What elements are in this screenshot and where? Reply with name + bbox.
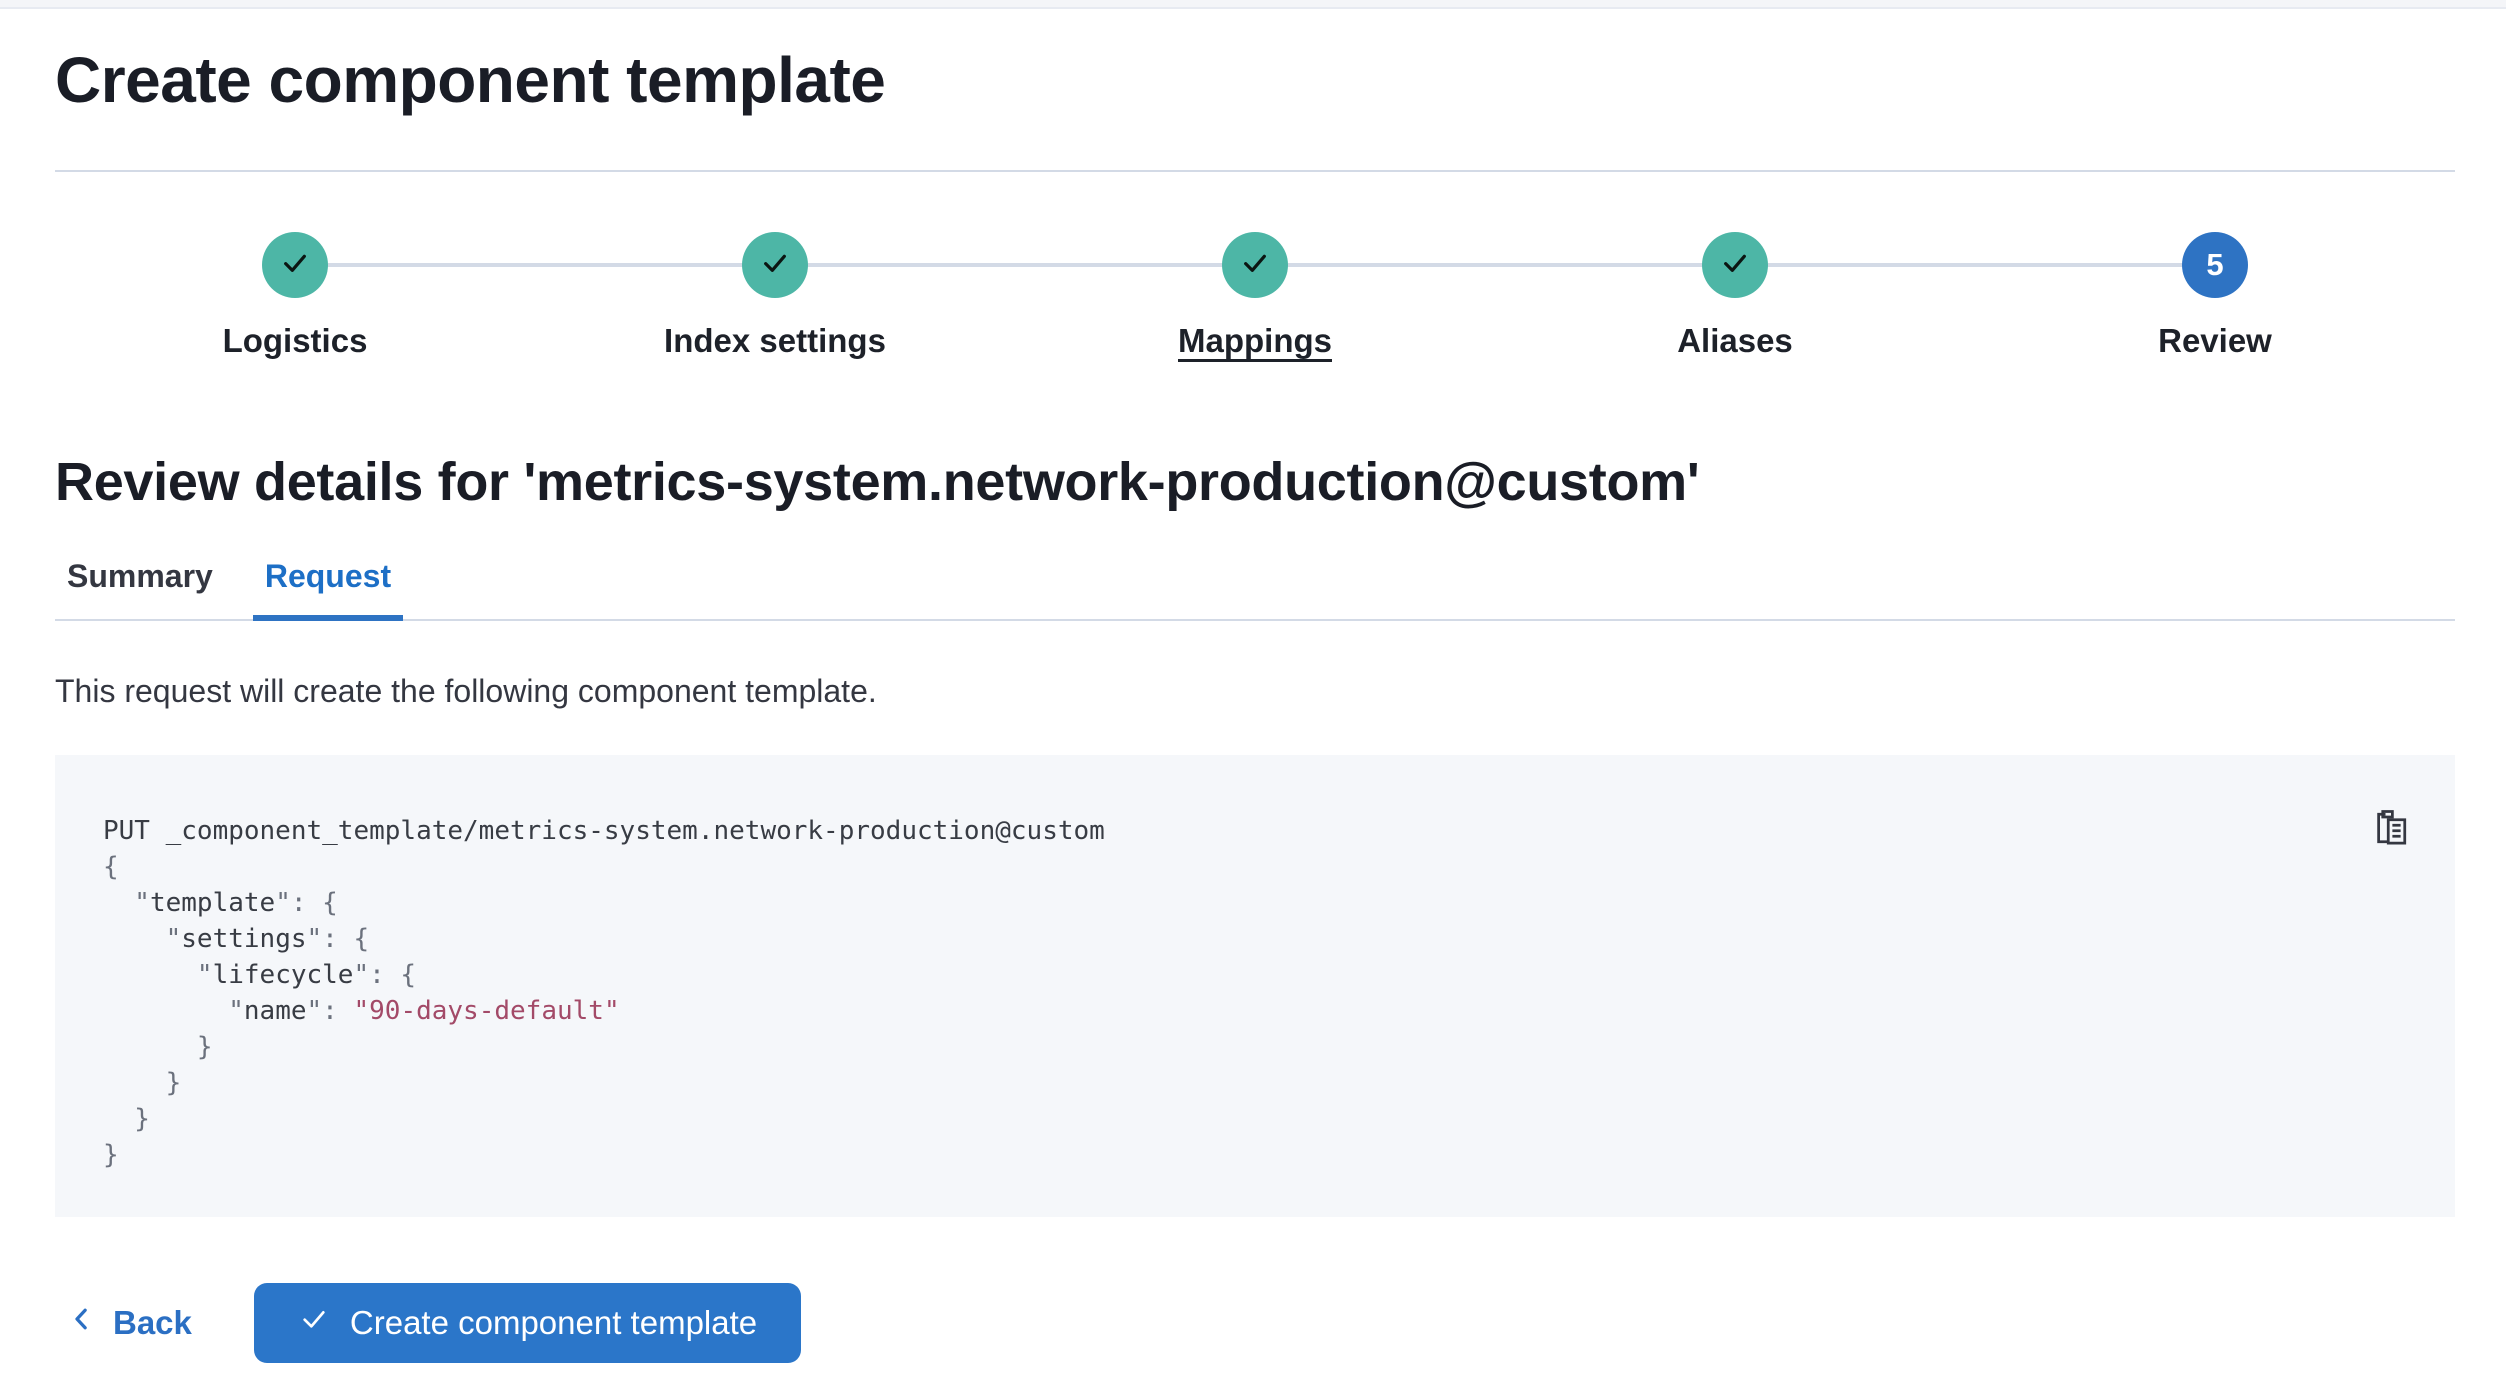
request-code-block: PUT _component_template/metrics-system.n… bbox=[55, 755, 2455, 1217]
window-top-edge bbox=[0, 0, 2506, 9]
step-current-circle: 5 bbox=[2182, 232, 2248, 298]
step-logistics[interactable]: Logistics bbox=[55, 232, 535, 364]
step-mappings[interactable]: Mappings bbox=[1015, 232, 1495, 364]
create-button-label: Create component template bbox=[349, 1304, 758, 1341]
step-label: Mappings bbox=[1178, 322, 1332, 359]
copy-clipboard-icon bbox=[2369, 806, 2413, 853]
wizard-footer-actions: Back Create component template bbox=[55, 1283, 2455, 1363]
back-button-label: Back bbox=[113, 1304, 192, 1341]
tab-request[interactable]: Request bbox=[252, 558, 404, 621]
copy-to-clipboard-button[interactable] bbox=[2367, 805, 2415, 853]
step-aliases[interactable]: Aliases bbox=[1495, 232, 1975, 364]
request-description: This request will create the following c… bbox=[55, 673, 877, 709]
request-json-code: PUT _component_template/metrics-system.n… bbox=[103, 816, 1105, 1170]
back-button[interactable]: Back bbox=[55, 1304, 204, 1342]
review-tabs: Summary Request bbox=[55, 558, 2455, 621]
step-complete-circle bbox=[1702, 232, 1768, 298]
title-divider bbox=[55, 170, 2455, 172]
review-details-heading: Review details for 'metrics-system.netwo… bbox=[55, 452, 1700, 512]
step-index-settings[interactable]: Index settings bbox=[535, 232, 1015, 364]
step-complete-circle bbox=[1222, 232, 1288, 298]
page-title: Create component template bbox=[55, 44, 886, 116]
step-label: Aliases bbox=[1677, 322, 1793, 359]
create-component-template-page: Create component template Logistics Index… bbox=[55, 0, 2455, 1363]
step-label: Logistics bbox=[222, 322, 368, 359]
tab-summary[interactable]: Summary bbox=[67, 558, 213, 594]
step-complete-circle bbox=[742, 232, 808, 298]
check-icon bbox=[1239, 247, 1271, 284]
check-icon bbox=[279, 247, 311, 284]
check-icon bbox=[298, 1303, 330, 1343]
chevron-left-icon bbox=[67, 1304, 97, 1342]
step-label: Review bbox=[2158, 322, 2272, 359]
step-complete-circle bbox=[262, 232, 328, 298]
create-component-template-button[interactable]: Create component template bbox=[253, 1283, 802, 1363]
step-number: 5 bbox=[2206, 247, 2224, 282]
step-label: Index settings bbox=[664, 322, 886, 359]
check-icon bbox=[1719, 247, 1751, 284]
check-icon bbox=[759, 247, 791, 284]
